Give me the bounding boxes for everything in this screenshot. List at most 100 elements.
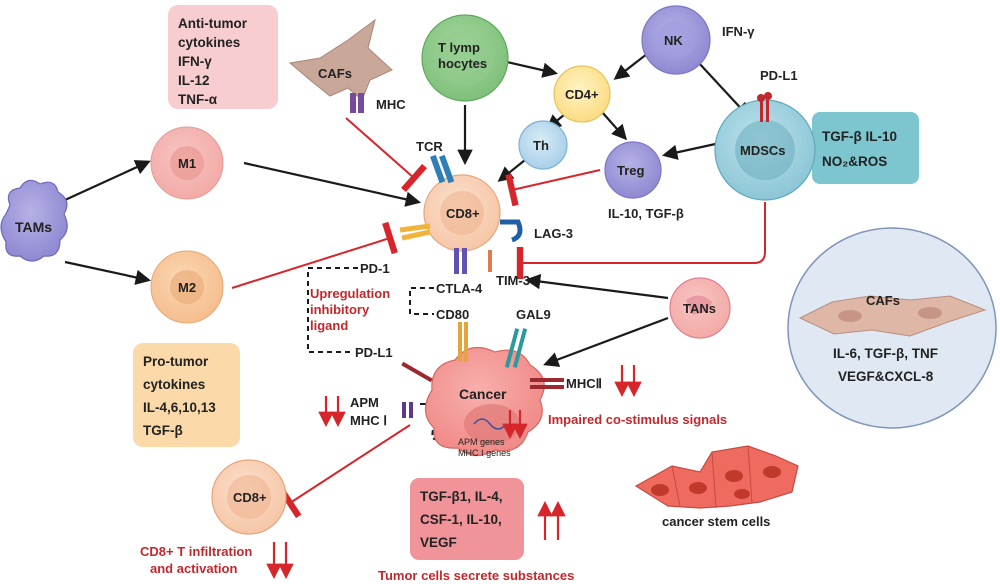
inhibition-lines <box>231 117 766 519</box>
cd4-label: CD4+ <box>565 87 599 102</box>
cafs-ellipse-line-1: IL-6, TGF-β, TNF <box>833 346 938 361</box>
m1-cell: M1 <box>150 126 224 200</box>
mdscs-cell: MDSCs PD-L1 <box>714 68 816 201</box>
cd8-center-label: CD8+ <box>446 206 480 221</box>
gal9-receptor-b <box>512 328 528 368</box>
mhc2-label: MHCⅡ <box>566 376 602 391</box>
upregulation-line-2: inhibitory <box>310 302 370 317</box>
mhc1-receptor-a <box>402 402 406 418</box>
nk-cell: NK IFN-γ <box>641 5 755 75</box>
activation-arrows <box>64 49 751 367</box>
cancer-label: Cancer <box>459 386 507 402</box>
anti-tumor-line-5: TNF-α <box>178 92 218 107</box>
mhc-top-label: MHC <box>376 97 406 112</box>
cancer-cell: Cancer APM genes MHC Ⅰ genes <box>401 322 564 458</box>
pro-tumor-line-4: TGF-β <box>143 423 183 438</box>
tumor-secrete-line-3: VEGF <box>420 535 457 550</box>
tim3-receptor <box>488 250 492 272</box>
apm-label: APM <box>350 395 379 410</box>
cafs-top-label: CAFs <box>318 66 352 81</box>
tcr-receptor-a <box>430 154 446 184</box>
dashed-pd1-pdl1 <box>307 267 358 353</box>
tim3-label: TIM-3 <box>496 273 530 288</box>
tumor-secrete-caption: Tumor cells secrete substances <box>378 568 574 583</box>
upregulation-annotation: Upregulation inhibitory ligand <box>310 286 390 333</box>
cd8-bottom-cell: CD8+ <box>211 459 287 535</box>
tans-cell: TANs <box>669 277 731 339</box>
arrow-tlymph-cd4 <box>506 60 559 78</box>
anti-tumor-line-4: IL-12 <box>178 73 210 88</box>
anti-tumor-line-1: Anti-tumor <box>178 16 248 31</box>
apm-genes-label: APM genes <box>458 437 505 447</box>
arrow-tans-cancer <box>543 316 669 367</box>
tams-label: TAMs <box>15 219 52 235</box>
tumor-secrete-line-2: CSF-1, IL-10, <box>420 512 502 527</box>
cafs-right-label: CAFs <box>866 293 900 308</box>
mdsc-secretion-box: TGF-β IL-10 NO₂&ROS <box>812 112 919 184</box>
ifn-nk-label: IFN-γ <box>722 24 755 39</box>
cancer-stem-cells-cluster: cancer stem cells <box>634 445 799 529</box>
tans-label: TANs <box>683 301 716 316</box>
gal9-label: GAL9 <box>516 307 551 322</box>
arrow-m1-cd8 <box>243 161 422 207</box>
mhc2-decrease-arrows <box>614 365 642 398</box>
arrow-tams-m1 <box>64 160 151 202</box>
cafs-top-cell: CAFs MHC <box>288 18 406 113</box>
inhibit-mdscs-tim3 <box>516 202 766 279</box>
tams-cell: TAMs <box>0 179 68 262</box>
mhc-top-receptor-b <box>358 93 364 113</box>
inhibit-mhc1-cd8 <box>278 424 411 519</box>
pro-tumor-line-2: cytokines <box>143 377 205 392</box>
arrow-mdscs-treg <box>661 141 721 160</box>
lag3-receptor <box>500 219 523 243</box>
mhc1-decrease-arrows <box>318 396 346 428</box>
lag3-label: LAG-3 <box>534 226 573 241</box>
cd8-infiltration-line-1: CD8+ T infiltration <box>140 544 252 559</box>
arrow-cd4-treg <box>601 111 628 141</box>
cd80-receptor-b <box>464 322 468 362</box>
impaired-costimulus-label: Impaired co-stimulus signals <box>548 412 727 427</box>
nk-label: NK <box>664 33 683 48</box>
cd80-receptor-a <box>458 322 462 362</box>
pdl1-top-receptor-b <box>766 100 769 122</box>
mdscs-label: MDSCs <box>740 143 786 158</box>
t-lymphocytes-label-1: T lymp <box>438 40 480 55</box>
mhc2-receptor-b <box>530 385 564 389</box>
th-label: Th <box>533 138 549 153</box>
cd4-cell: CD4+ <box>553 65 611 123</box>
arrow-tams-m2 <box>64 260 152 285</box>
anti-tumor-cytokines-box: Anti-tumor cytokines IFN-γ IL-12 TNF-α <box>168 5 278 109</box>
dna-icon <box>473 418 507 430</box>
ctla4-label: CTLA-4 <box>436 281 483 296</box>
gal9-receptor-a <box>504 328 520 368</box>
upregulation-line-3: ligand <box>310 318 348 333</box>
tcr-receptor-b <box>439 154 455 184</box>
cd8-bottom-label: CD8+ <box>233 490 267 505</box>
pdl1-bottom-receptor <box>401 361 433 383</box>
arrow-tans-tim3 <box>524 273 669 300</box>
th-cell: Th <box>518 120 568 170</box>
pro-tumor-line-3: IL-4,6,10,13 <box>143 400 216 415</box>
pdl1-top-label: PD-L1 <box>760 68 798 83</box>
pdl1-bottom-label: PD-L1 <box>355 345 393 360</box>
pd1-receptor <box>399 223 431 241</box>
treg-cell: Treg IL-10, TGF-β <box>604 141 684 221</box>
anti-tumor-line-2: cytokines <box>178 35 240 50</box>
tumor-secrete-box: TGF-β1, IL-4, CSF-1, IL-10, VEGF <box>410 478 524 560</box>
mdsc-box-line-2: NO₂&ROS <box>822 154 887 169</box>
cancer-stem-cells-label: cancer stem cells <box>662 514 770 529</box>
ctla4-receptor-b <box>462 248 467 274</box>
m1-label: M1 <box>178 156 196 171</box>
upregulation-line-1: Upregulation <box>310 286 390 301</box>
arrow-th-cd8 <box>497 159 526 182</box>
cd8-center-cell: CD8+ TCR LAG-3 <box>399 139 573 274</box>
inhibit-cafs-cd8 <box>345 117 427 193</box>
cd8-infiltration-line-2: and activation <box>150 561 237 576</box>
mhc1-label: MHC Ⅰ <box>350 413 387 428</box>
mhc2-receptor-a <box>530 378 564 382</box>
inhibit-m2-cd8 <box>231 221 398 289</box>
tumor-secrete-increase-arrows <box>537 500 566 540</box>
cafs-ellipse: CAFs IL-6, TGF-β, TNF VEGF&CXCL-8 <box>787 227 997 429</box>
t-lymphocytes-cell: T lymp hocytes <box>421 14 509 102</box>
